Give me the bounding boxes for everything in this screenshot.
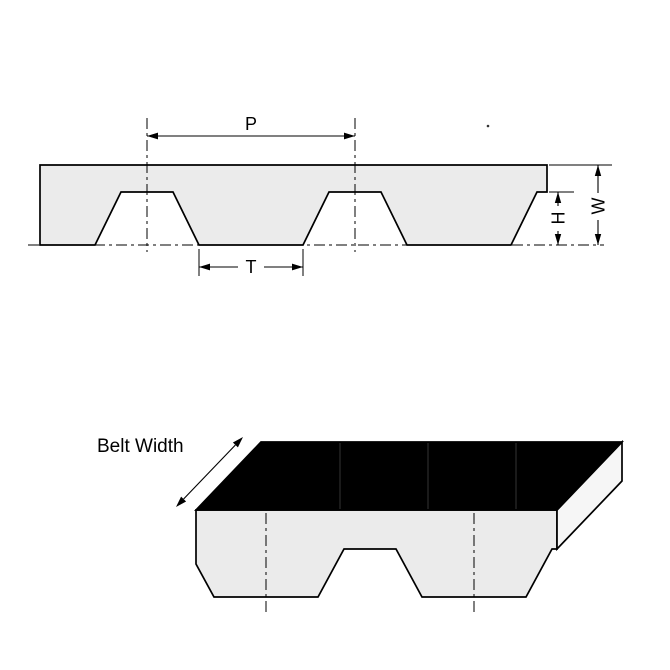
pitch-label: P bbox=[245, 114, 257, 134]
arrow-right-icon bbox=[344, 132, 355, 140]
belt-width-dimension: Belt Width bbox=[97, 436, 243, 507]
stray-dot bbox=[486, 124, 490, 128]
belt-isometric-view: Belt Width bbox=[97, 436, 624, 612]
pitch-dimension: P bbox=[147, 114, 355, 140]
arrow-lower-left-icon bbox=[176, 496, 187, 507]
tooth-height-dimension: H bbox=[548, 191, 574, 245]
arrow-left-icon bbox=[147, 132, 158, 140]
arrow-left-icon bbox=[199, 263, 210, 271]
belt-thickness-label: W bbox=[588, 198, 608, 215]
tooth-width-label: T bbox=[246, 257, 257, 277]
arrow-up-icon bbox=[554, 192, 562, 203]
belt-width-label: Belt Width bbox=[97, 436, 184, 457]
arrow-up-icon bbox=[594, 165, 602, 176]
arrow-right-icon bbox=[292, 263, 303, 271]
belt-cross-section bbox=[39, 164, 548, 246]
arrow-upper-right-icon bbox=[232, 437, 243, 448]
belt-front-face bbox=[195, 509, 558, 598]
belt-top-surface bbox=[194, 441, 624, 511]
tooth-width-dimension: T bbox=[198, 249, 304, 277]
belt-thickness-dimension: W bbox=[549, 164, 612, 245]
belt-profile-view: P T H W bbox=[28, 114, 612, 277]
tooth-height-label: H bbox=[548, 212, 568, 225]
arrow-down-icon bbox=[554, 234, 562, 245]
arrow-down-icon bbox=[594, 234, 602, 245]
